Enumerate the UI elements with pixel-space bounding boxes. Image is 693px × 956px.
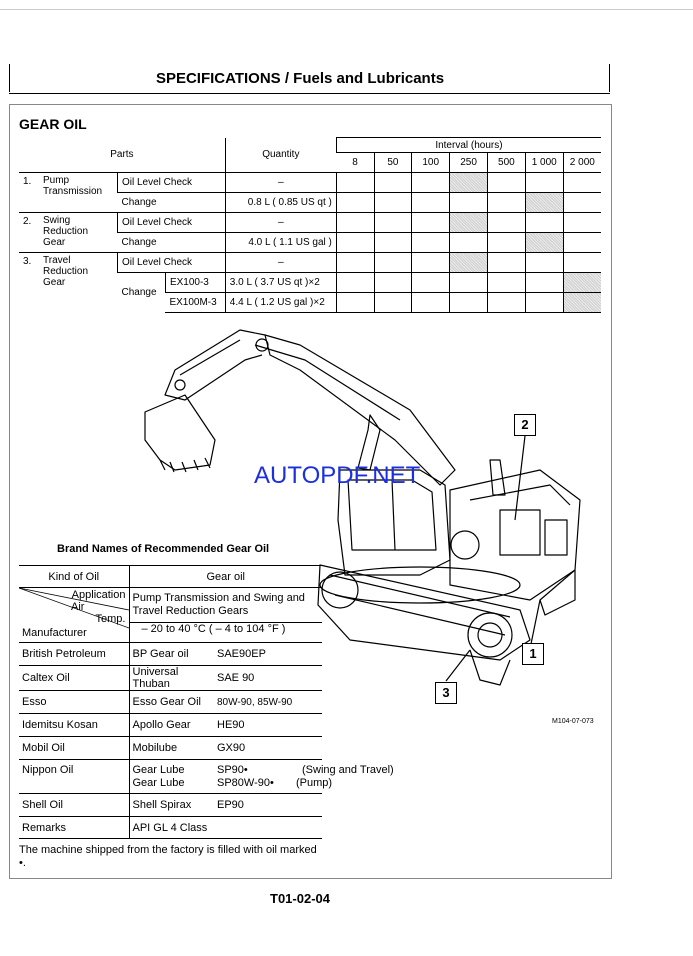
model-cell: EX100-3 bbox=[164, 272, 226, 293]
section-title: GEAR OIL bbox=[19, 116, 87, 132]
col-kind-header: Kind of Oil bbox=[19, 565, 130, 588]
brand-cell: Shell Spirax bbox=[129, 793, 214, 817]
model-cell: EX100M-3 bbox=[165, 292, 226, 313]
maker-cell: Nippon Oil bbox=[19, 759, 130, 794]
figure-id: M104-07-073 bbox=[552, 718, 594, 725]
part-name: Travel Reduction Gear bbox=[43, 255, 89, 288]
part-number: 2. bbox=[23, 216, 32, 227]
item-cell: Change bbox=[117, 232, 226, 253]
gear-oil-table: Parts Quantity Interval (hours) 8 50 100… bbox=[19, 137, 601, 313]
left-margin-rule bbox=[9, 64, 10, 92]
page-title: SPECIFICATIONS / Fuels and Lubricants bbox=[155, 70, 445, 87]
maker-cell: Idemitsu Kosan bbox=[19, 713, 130, 737]
interval-mark bbox=[562, 272, 601, 293]
callout-3: 3 bbox=[435, 682, 457, 704]
grade-line-2: SP80W-90• bbox=[217, 777, 274, 789]
item-cell: Oil Level Check bbox=[117, 172, 226, 193]
part-number: 1. bbox=[23, 176, 32, 187]
quantity-cell: – bbox=[224, 252, 337, 273]
grade-cell: 80W-90, 85W-90 bbox=[214, 690, 322, 714]
grade-cell: SP90• (Swing and Travel) SP80W-90• (Pump) bbox=[214, 759, 394, 794]
temp-range: – 20 to 40 °C ( – 4 to 104 °F ) bbox=[129, 621, 322, 643]
brand-cell: Universal Thuban bbox=[129, 665, 214, 691]
brand-cell: BP Gear oil bbox=[129, 642, 214, 666]
part-number: 3. bbox=[23, 256, 32, 267]
grade-note-2: (Pump) bbox=[296, 777, 333, 789]
hdr-temp: Temp. bbox=[95, 613, 126, 625]
interval-mark bbox=[449, 252, 488, 273]
brand-cell: Apollo Gear bbox=[129, 713, 214, 737]
callout-2: 2 bbox=[514, 414, 536, 436]
interval-100: 100 bbox=[411, 152, 450, 173]
interval-mark bbox=[524, 192, 564, 213]
interval-mark bbox=[449, 212, 488, 233]
item-cell: Change bbox=[117, 192, 226, 213]
interval-1000: 1 000 bbox=[524, 152, 564, 173]
item-cell: Oil Level Check bbox=[117, 212, 226, 233]
hdr-air: Air bbox=[71, 601, 85, 613]
col-interval-header: Interval (hours) bbox=[335, 137, 601, 153]
quantity-cell: 4.0 L ( 1.1 US gal ) bbox=[224, 232, 337, 253]
title-rule bbox=[9, 93, 610, 94]
part-cell: 2. Swing Reduction Gear bbox=[19, 212, 118, 253]
quantity-cell: 0.8 L ( 0.85 US qt ) bbox=[224, 192, 337, 213]
item-cell: Change bbox=[117, 272, 166, 313]
hdr-manufacturer: Manufacturer bbox=[22, 627, 87, 639]
interval-mark bbox=[524, 232, 564, 253]
part-cell: 3. Travel Reduction Gear bbox=[19, 252, 118, 313]
grade-line-1: SP90• bbox=[217, 764, 248, 776]
top-border bbox=[0, 9, 693, 10]
part-name: Pump Transmission bbox=[43, 175, 103, 197]
brand-line-1: Gear Lube bbox=[132, 764, 185, 776]
diagonal-lines bbox=[19, 588, 129, 629]
application-text: Pump Transmission and Swing and Travel R… bbox=[129, 587, 322, 623]
maker-cell: British Petroleum bbox=[19, 642, 130, 666]
grade-cell: EP90 bbox=[214, 793, 322, 817]
footnote: The machine shipped from the factory is … bbox=[19, 844, 317, 869]
quantity-cell: 4.4 L ( 1.2 US gal )×2 bbox=[224, 292, 337, 313]
grade-cell: GX90 bbox=[214, 736, 322, 760]
maker-cell: Esso bbox=[19, 690, 130, 714]
quantity-cell: – bbox=[224, 212, 337, 233]
interval-mark bbox=[562, 292, 601, 313]
brand-cell: Mobilube bbox=[129, 736, 214, 760]
page-number: T01-02-04 bbox=[270, 891, 330, 906]
content-frame bbox=[9, 104, 612, 879]
grade-cell: HE90 bbox=[214, 713, 322, 737]
grade-cell: SAE90EP bbox=[214, 642, 322, 666]
maker-cell: Shell Oil bbox=[19, 793, 130, 817]
interval-250: 250 bbox=[449, 152, 488, 173]
part-name: Swing Reduction Gear bbox=[43, 215, 89, 248]
brand-cell: Esso Gear Oil bbox=[129, 690, 214, 714]
interval-50: 50 bbox=[373, 152, 412, 173]
maker-cell: Caltex Oil bbox=[19, 665, 130, 691]
watermark: AUTOPDF.NET bbox=[254, 462, 421, 489]
right-margin-rule bbox=[609, 64, 610, 92]
col-quantity-header: Quantity bbox=[224, 137, 337, 173]
diagonal-header-cell: Application Air Temp. Manufacturer bbox=[19, 587, 130, 643]
quantity-cell: – bbox=[224, 172, 337, 193]
col-gear-header: Gear oil bbox=[129, 565, 322, 588]
grade-cell: SAE 90 bbox=[214, 665, 322, 691]
brand-table: Kind of Oil Gear oil Application Air Tem… bbox=[19, 565, 394, 839]
item-cell: Oil Level Check bbox=[117, 252, 226, 273]
interval-8: 8 bbox=[336, 152, 375, 173]
interval-2000: 2 000 bbox=[562, 152, 601, 173]
brand-line-2: Gear Lube bbox=[132, 777, 185, 789]
quantity-cell: 3.0 L ( 3.7 US qt )×2 bbox=[224, 272, 337, 293]
interval-500: 500 bbox=[486, 152, 526, 173]
maker-cell: Mobil Oil bbox=[19, 736, 130, 760]
part-cell: 1. Pump Transmission bbox=[19, 172, 118, 213]
grade-note-1: (Swing and Travel) bbox=[302, 764, 394, 776]
remarks-cell: API GL 4 Class bbox=[129, 816, 322, 839]
callout-1: 1 bbox=[522, 643, 544, 665]
maker-cell: Remarks bbox=[19, 816, 130, 839]
brand-cell: Gear Lube Gear Lube bbox=[129, 759, 214, 794]
col-parts-header: Parts bbox=[110, 149, 134, 161]
brand-table-title: Brand Names of Recommended Gear Oil bbox=[57, 543, 270, 555]
hdr-application: Application bbox=[71, 589, 126, 601]
interval-mark bbox=[449, 172, 488, 193]
